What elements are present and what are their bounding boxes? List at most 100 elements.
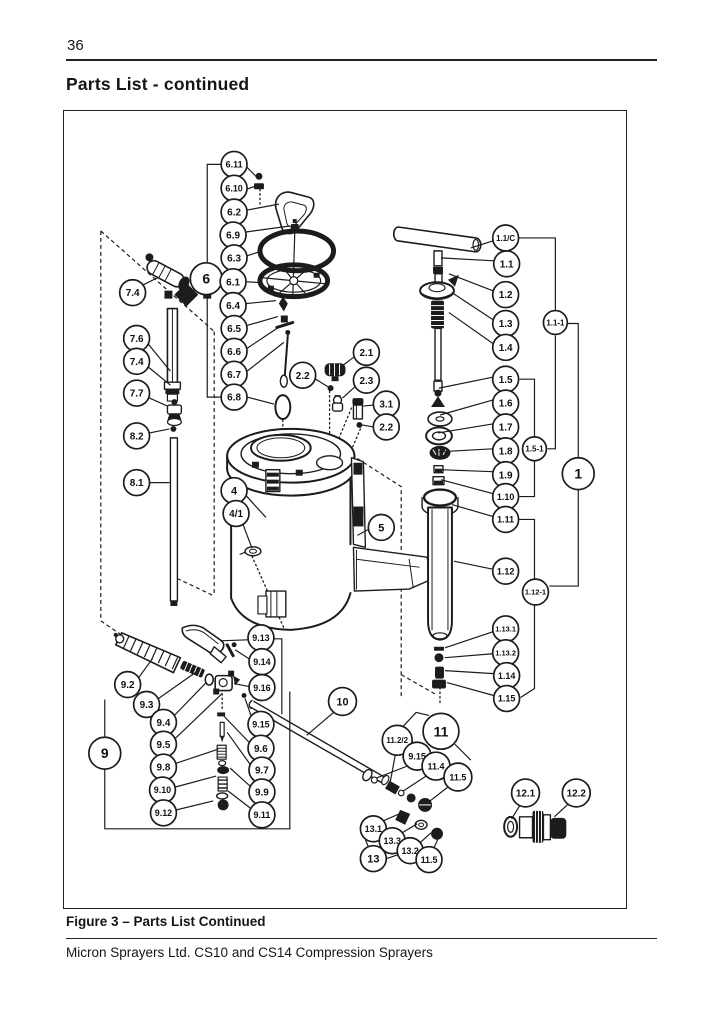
callout-1.12: 1.12: [453, 557, 520, 585]
callout-11.5: 11.5: [429, 762, 473, 802]
svg-text:11.4: 11.4: [428, 761, 445, 771]
callout-11.5: 11.5: [415, 838, 443, 874]
svg-text:9: 9: [101, 745, 109, 761]
svg-text:4: 4: [231, 486, 238, 498]
svg-text:1.12-1: 1.12-1: [525, 588, 546, 597]
svg-text:12.2: 12.2: [567, 789, 587, 800]
callout-12.2: 12.2: [553, 778, 592, 818]
hose-connector-drawing: [503, 810, 567, 843]
callout-9.4: 9.4: [149, 682, 207, 737]
svg-text:1.1-1: 1.1-1: [546, 318, 565, 327]
lid-valve-parts-drawing: [239, 363, 364, 557]
callout-9: 9: [88, 736, 122, 770]
footer-rule: [66, 938, 657, 939]
svg-text:9.2: 9.2: [121, 680, 135, 691]
callout-9.16: 9.16: [233, 673, 276, 702]
svg-text:1.13.1: 1.13.1: [495, 625, 516, 634]
svg-text:5: 5: [378, 522, 384, 534]
callout-1.5: 1.5: [438, 365, 520, 393]
callout-9.14: 9.14: [234, 647, 276, 676]
svg-text:9.15: 9.15: [252, 720, 269, 730]
svg-text:9.15: 9.15: [408, 751, 425, 761]
callout-9.3: 9.3: [132, 672, 196, 719]
svg-text:1.7: 1.7: [499, 423, 513, 434]
svg-text:1.14: 1.14: [498, 671, 515, 681]
callout-1: 1: [561, 456, 596, 491]
callout-1.6: 1.6: [439, 389, 520, 417]
svg-text:13.2: 13.2: [401, 846, 418, 856]
svg-text:11.2/2: 11.2/2: [386, 736, 408, 745]
svg-text:1.6: 1.6: [499, 399, 513, 410]
svg-text:13.1: 13.1: [365, 824, 382, 834]
callout-7.7: 7.7: [122, 379, 168, 407]
callout-7.4: 7.4: [122, 347, 171, 386]
callout-6: 6: [189, 261, 223, 296]
svg-text:6.9: 6.9: [226, 231, 240, 242]
callout-1.2: 1.2: [448, 273, 520, 309]
svg-text:9.7: 9.7: [255, 766, 269, 777]
callout-10: 10: [306, 686, 358, 736]
svg-text:7.6: 7.6: [130, 334, 144, 345]
callout-2.2: 2.2: [288, 361, 329, 389]
callout-5: 5: [357, 513, 396, 542]
callout-9.11: 9.11: [227, 790, 276, 829]
tank-drawing: [226, 427, 433, 631]
callout-6.4: 6.4: [219, 291, 276, 320]
filter-tube-assembly-drawing: [145, 253, 212, 606]
svg-text:11.5: 11.5: [421, 855, 438, 865]
callout-6.8: 6.8: [220, 383, 275, 411]
callout-1.15: 1.15: [446, 681, 521, 713]
callout-9.2: 9.2: [113, 658, 154, 699]
svg-text:9.13: 9.13: [252, 633, 269, 643]
callout-13: 13: [359, 844, 388, 873]
svg-text:6.5: 6.5: [227, 324, 241, 335]
svg-text:1.2: 1.2: [499, 290, 513, 301]
callout-2.2: 2.2: [362, 413, 401, 441]
svg-text:8.1: 8.1: [130, 478, 144, 489]
callout-1.1: 1.1: [440, 250, 521, 278]
svg-text:9.16: 9.16: [253, 683, 270, 693]
svg-text:9.12: 9.12: [155, 808, 172, 818]
page-title: Parts List - continued: [66, 74, 250, 94]
pump-assembly-drawing: [392, 226, 482, 689]
callout-9.6: 9.6: [223, 715, 275, 762]
callout-6.2: 6.2: [220, 198, 279, 226]
svg-text:1.5: 1.5: [499, 375, 513, 386]
svg-text:1.1: 1.1: [500, 259, 514, 270]
callout-2.1: 2.1: [340, 338, 381, 368]
svg-text:9.14: 9.14: [253, 657, 270, 667]
callout-1.3: 1.3: [451, 292, 520, 338]
svg-text:9.8: 9.8: [157, 763, 171, 774]
knob-lid-assembly-drawing: [253, 172, 337, 420]
svg-text:1: 1: [574, 466, 582, 482]
callout-9.12: 9.12: [149, 799, 214, 827]
svg-text:9.11: 9.11: [253, 810, 270, 820]
svg-text:6.10: 6.10: [225, 183, 242, 193]
callout-6.11: 6.11: [220, 150, 258, 179]
callout-11.2/2: 11.2/2: [381, 724, 413, 783]
exploded-parts-diagram: 6.116.106.26.96.366.16.46.56.66.76.87.47…: [88, 150, 596, 874]
page-number: 36: [67, 37, 84, 54]
svg-text:7.4: 7.4: [130, 357, 144, 368]
callout-4/1: 4/1: [222, 499, 253, 549]
svg-text:3.1: 3.1: [379, 400, 393, 411]
callout-1.9: 1.9: [439, 460, 520, 489]
svg-text:6.8: 6.8: [227, 393, 241, 404]
svg-text:11.5: 11.5: [449, 772, 466, 782]
svg-text:13.3: 13.3: [384, 836, 401, 846]
svg-text:6.6: 6.6: [227, 347, 241, 358]
callout-8.2: 8.2: [122, 422, 170, 450]
svg-text:1.5-1: 1.5-1: [525, 445, 544, 454]
callout-9.7: 9.7: [226, 731, 276, 784]
svg-text:12.1: 12.1: [516, 789, 536, 800]
svg-text:4/1: 4/1: [229, 509, 243, 520]
callout-11: 11: [422, 712, 460, 751]
svg-text:1.12: 1.12: [497, 566, 514, 576]
header-rule: [66, 59, 657, 61]
svg-text:1.10: 1.10: [497, 492, 514, 502]
callout-9.15: 9.15: [244, 698, 275, 739]
svg-text:9.3: 9.3: [140, 700, 154, 711]
svg-text:2.2: 2.2: [379, 423, 393, 434]
